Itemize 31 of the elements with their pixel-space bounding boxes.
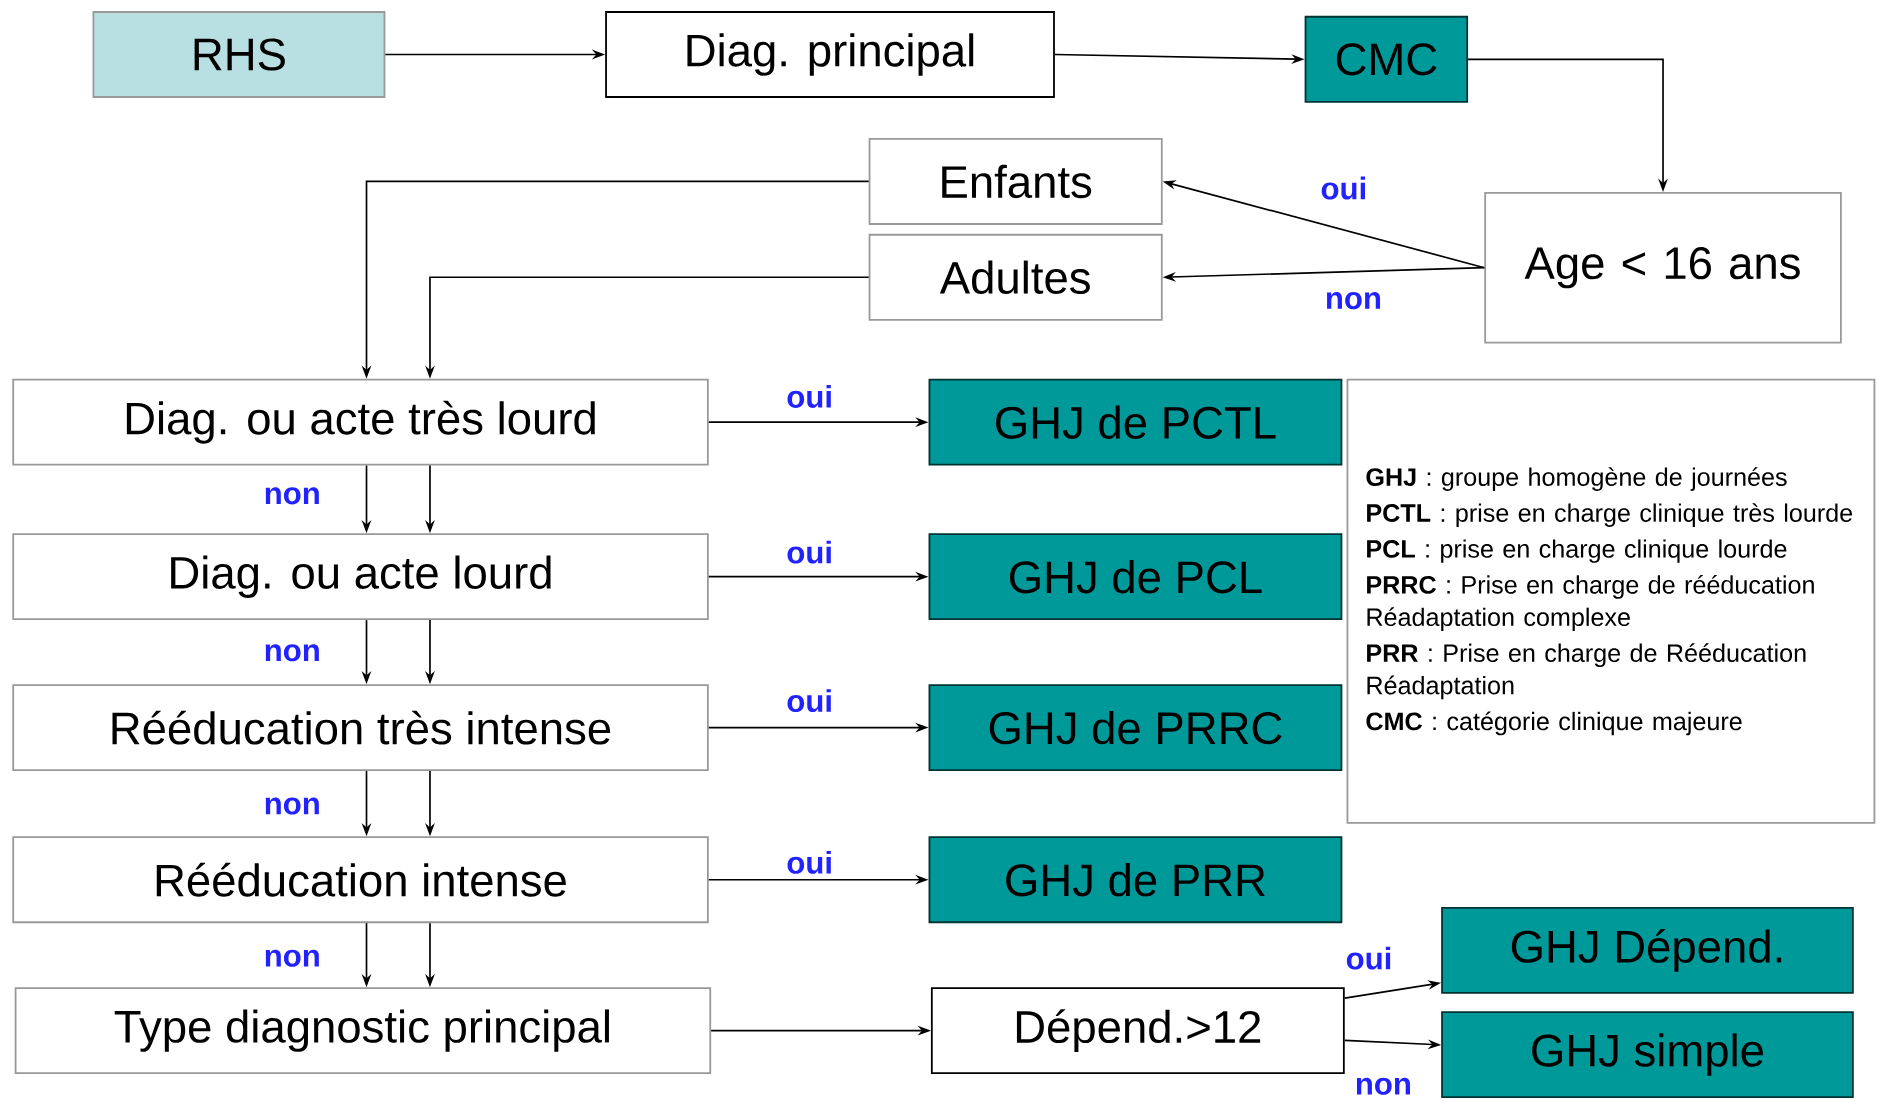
result-box: GHJ de PRRC	[928, 684, 1343, 772]
edge-label: oui	[785, 849, 835, 876]
result-box: CMC	[1304, 16, 1469, 103]
result-box: GHJ de PCL	[928, 533, 1343, 621]
edge-label: non	[262, 486, 322, 506]
result-box: GHJ de PRR	[928, 836, 1343, 924]
edge-label: non	[262, 948, 322, 969]
legend-box: GHJ : groupe homogène de journées PCTL : prise en charge clinique très lourde PCL : prise en charge clinique lourde PRRC : Prise en charge de rééducation Réadaptation complexe PRR : Prise en charge de Rééducation Réadaptation CMC : catégorie clinique majeure	[1346, 378, 1876, 824]
process-box: Dépend.>12	[930, 987, 1345, 1075]
edge-label: non	[1323, 291, 1384, 311]
process-box: Diag. ou acte lourd	[12, 533, 709, 621]
edge-label: non	[262, 643, 322, 663]
process-box: Age < 16 ans	[1484, 192, 1842, 344]
process-box: Rééducation intense	[12, 836, 709, 924]
edge-label: oui	[1344, 945, 1394, 971]
edge-label: oui	[1319, 175, 1369, 201]
result-box: GHJ Dépend.	[1441, 907, 1854, 994]
result-box: GHJ simple	[1441, 1011, 1854, 1099]
process-box: Type diagnostic principal	[14, 987, 712, 1075]
result-box: GHJ de PCTL	[928, 378, 1343, 466]
edge-label: oui	[785, 688, 835, 714]
process-box: Rééducation très intense	[12, 684, 709, 772]
process-box: RHS	[92, 11, 386, 99]
edge-label: non	[262, 796, 322, 816]
process-box: Diag. ou acte très lourd	[12, 378, 709, 466]
edge-label: non	[1353, 1076, 1414, 1097]
process-box: Adultes	[868, 234, 1163, 321]
edge-label: oui	[785, 539, 835, 565]
process-box: Enfants	[868, 138, 1163, 226]
process-box: Diag. principal	[605, 11, 1055, 99]
edge-label: oui	[785, 383, 835, 410]
